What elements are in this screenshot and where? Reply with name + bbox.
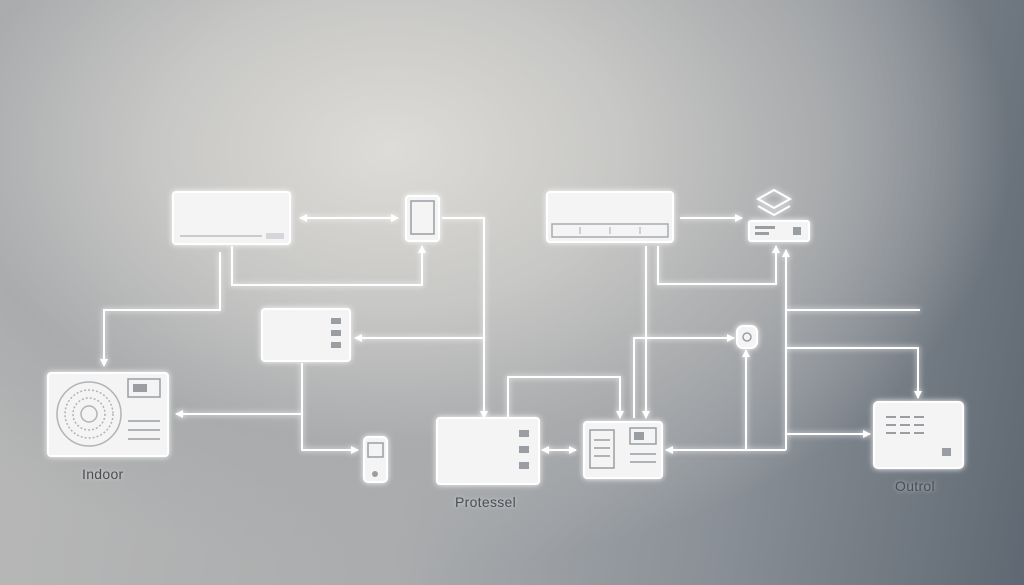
connector-line: [786, 347, 922, 399]
connector-line: [442, 217, 488, 419]
connector-line: [507, 376, 624, 419]
processor-label: Protessel: [455, 494, 517, 510]
connector-lines: [100, 214, 922, 454]
control-panel-icon: [261, 308, 351, 362]
router-icon: [748, 188, 810, 242]
outdoor-label: Outrol: [895, 478, 935, 494]
indoor-label: Indoor: [82, 466, 124, 482]
outdoor-fan-unit-icon: [47, 372, 169, 457]
processor-box-icon: [436, 417, 540, 485]
wall-ac-unit-icon: [546, 191, 674, 243]
remote-control-icon: [363, 436, 388, 483]
connector-line: [100, 252, 221, 367]
connector-line: [657, 245, 780, 285]
connector-line: [633, 334, 735, 418]
outdoor-unit-icon: [873, 401, 964, 469]
dual-display-controller-icon: [583, 421, 663, 479]
tablet-icon: [405, 195, 440, 242]
connector-line: [231, 245, 426, 286]
sensor-icon: [736, 325, 758, 349]
split-ac-unit-icon: [172, 191, 291, 245]
connector-line: [301, 363, 359, 454]
